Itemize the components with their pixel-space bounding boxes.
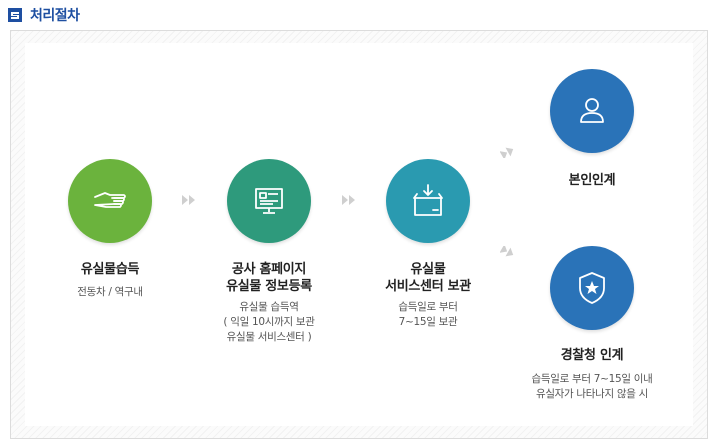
hand-icon: [94, 192, 126, 208]
step-4-circle: [550, 69, 634, 153]
step-2-desc: 유실물 습득역 ( 익일 10시까지 보관 유실물 서비스센터 ): [223, 301, 315, 343]
person-icon: [580, 98, 604, 123]
monitor-icon: [255, 188, 283, 214]
step-3-title: 유실물 서비스센터 보관: [385, 262, 471, 294]
step-2-circle: [227, 159, 311, 243]
step-2-title: 공사 홈페이지 유실물 정보등록: [226, 262, 312, 294]
flow-arrow-down: [500, 246, 516, 258]
step-1-desc: 전동차 / 역구내: [77, 286, 143, 298]
step-5-circle: [550, 246, 634, 330]
flow-arrow-1: [181, 194, 197, 206]
box-icon: [413, 184, 443, 216]
step-1-circle: [68, 159, 152, 243]
page-title: 처리절차: [30, 8, 80, 24]
flow-arrow-2: [341, 194, 357, 206]
step-4-title: 본인인계: [568, 173, 616, 188]
double-chevron-down-right-icon: [500, 246, 514, 257]
step-3-desc: 습득일로 부터 7~15일 보관: [398, 301, 458, 328]
step-5-desc: 습득일로 부터 7~15일 이내 유실자가 나타나지 않을 시: [531, 373, 653, 400]
section-header: 처리절차: [8, 4, 80, 26]
section-bullet-icon: [8, 8, 22, 22]
flow-arrow-up: [500, 146, 516, 158]
step-1-title: 유실물습득: [80, 262, 140, 277]
double-chevron-right-icon: [182, 195, 195, 205]
shield-icon: [579, 272, 605, 304]
double-chevron-up-right-icon: [500, 147, 514, 158]
step-3-circle: [386, 159, 470, 243]
step-5-title: 경찰청 인계: [560, 348, 624, 363]
double-chevron-right-icon: [342, 195, 355, 205]
